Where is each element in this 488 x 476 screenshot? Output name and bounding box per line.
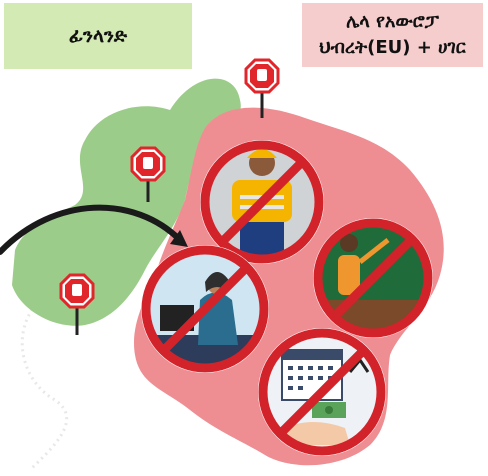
finland-label: ፊንላንድ bbox=[4, 3, 192, 69]
eu-country-label: ሌላ የአውሮፓ ህብረት(EU) + ሀገር bbox=[302, 3, 483, 67]
stop-sign-top bbox=[244, 58, 280, 118]
stop-sign-middle bbox=[130, 146, 166, 202]
finland-label-text: ፊንላንድ bbox=[68, 25, 128, 47]
finland-region bbox=[12, 78, 241, 326]
arrow-curve bbox=[0, 204, 183, 255]
prohibited-construction-worker bbox=[200, 140, 324, 264]
eu-country-label-line2: ህብረት(EU) + ሀገር bbox=[319, 37, 466, 58]
dotted-border-line bbox=[20, 298, 69, 472]
stop-sign-left bbox=[59, 273, 95, 335]
prohibited-office-worker bbox=[141, 245, 269, 373]
prohibited-calendar-money bbox=[258, 328, 386, 456]
arrow-head-icon bbox=[170, 230, 188, 247]
prohibited-teacher bbox=[313, 218, 433, 338]
eu-country-label-line1: ሌላ የአውሮፓ bbox=[346, 11, 439, 32]
